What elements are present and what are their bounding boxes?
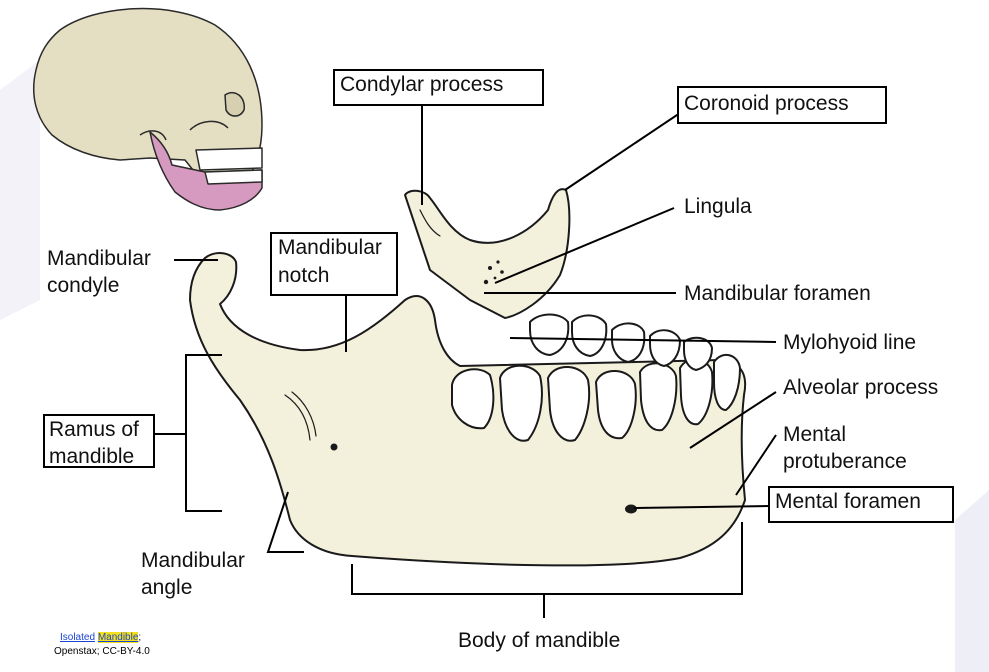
label-mandibular-notch: Mandibular notch: [270, 232, 398, 296]
cheekbone-line: [189, 120, 229, 131]
leader-mental-foramen: [633, 505, 770, 509]
label-coronoid-process-text: Coronoid process: [684, 92, 849, 115]
teeth-row: [451, 313, 741, 442]
mandible-drawing: [189, 188, 747, 567]
label-mandibular-angle: Mandibular angle: [141, 547, 245, 601]
label-mylohyoid-line: Mylohyoid line: [783, 331, 917, 354]
label-ramus-of-mandible: Ramus of mandible: [43, 414, 155, 468]
orbit-shape: [224, 91, 245, 117]
back-tooth-5: [683, 336, 713, 371]
credit-source: Openstax; CC-BY-4.0: [54, 646, 150, 657]
back-tooth-3: [611, 322, 646, 363]
skull-thumbnail: [33, 7, 263, 211]
condyle-detail-line: [419, 209, 441, 237]
leader-alveolar-process: [689, 391, 777, 449]
label-ramus-line1: Ramus of: [49, 418, 139, 441]
back-tooth-2: [571, 314, 608, 357]
label-body-of-mandible: Body of mandible: [458, 629, 621, 652]
tooth-1: [451, 368, 495, 430]
leader-mylohyoid-line: [509, 337, 777, 343]
label-mental-foramen-text: Mental foramen: [775, 490, 921, 513]
label-mandibular-condyle: Mandibular condyle: [47, 245, 151, 299]
leader-coronoid-process: [564, 112, 681, 191]
back-tooth-1: [529, 313, 570, 356]
label-mandibular-angle-line2: angle: [141, 576, 193, 599]
label-mandibular-notch-line1: Mandibular: [278, 236, 382, 259]
label-mandibular-condyle-line1: Mandibular: [47, 247, 151, 270]
label-mandibular-condyle-line2: condyle: [47, 274, 120, 297]
back-tooth-4: [649, 329, 681, 367]
background-shape-left: [0, 60, 40, 320]
label-mandibular-foramen: Mandibular foramen: [684, 282, 871, 305]
label-mandibular-notch-line2: notch: [278, 264, 330, 287]
leader-mandibular-angle: [266, 491, 304, 553]
small-foramen-dot: [330, 443, 338, 451]
bracket-body: [351, 522, 743, 595]
credit-link-mandible[interactable]: Mandible: [97, 632, 139, 643]
masseteric-line-2: [291, 391, 317, 437]
label-mental-protuberance-line2: protuberance: [783, 450, 907, 473]
ear-canal-line: [139, 130, 167, 141]
label-mental-protuberance-line1: Mental: [783, 423, 847, 446]
label-mandibular-angle-line1: Mandibular: [141, 549, 245, 572]
label-condylar-process-text: Condylar process: [340, 73, 504, 96]
label-mental-foramen: Mental foramen: [768, 486, 954, 523]
leader-mental-protuberance: [735, 434, 777, 496]
label-ramus-line2: mandible: [49, 445, 135, 468]
tooth-7: [713, 353, 741, 411]
bracket-ramus: [185, 354, 222, 512]
leader-lingula: [494, 207, 675, 284]
leader-lines: [155, 106, 777, 618]
label-coronoid-process: Coronoid process: [677, 86, 887, 124]
label-alveolar-process: Alveolar process: [783, 376, 939, 399]
lingula-dots: [483, 260, 504, 285]
label-mental-protuberance: Mental protuberance: [783, 421, 907, 475]
credit-separator: ;: [138, 632, 142, 643]
highlighted-mandible: [149, 131, 263, 211]
image-credit: Isolated Mandible; Openstax; CC-BY-4.0: [54, 631, 150, 659]
background-shape-right: [955, 490, 989, 672]
masseteric-line-1: [284, 394, 311, 441]
mental-foramen-dot: [625, 504, 637, 514]
label-condylar-process: Condylar process: [333, 69, 544, 106]
upper-teeth: [195, 147, 263, 171]
tooth-2: [499, 364, 543, 442]
tooth-4: [595, 370, 637, 440]
label-lingula: Lingula: [684, 195, 752, 218]
tooth-3: [547, 366, 591, 442]
credit-link-isolated[interactable]: Isolated: [60, 632, 96, 643]
lower-teeth: [204, 169, 263, 185]
right-ramus-shape: [404, 188, 571, 319]
